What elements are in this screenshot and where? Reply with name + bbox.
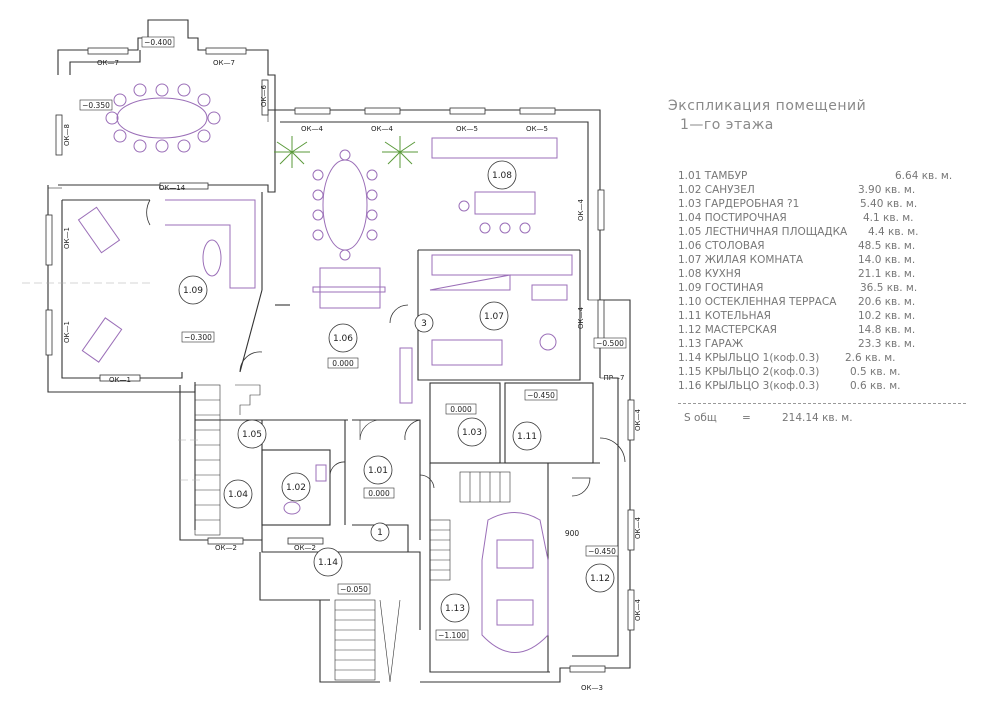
total-eq: = [742,412,751,424]
legend-row: 1.09 ГОСТИНАЯ [678,282,764,294]
legend-row: 1.07 ЖИЛАЯ КОМНАТА [678,254,804,266]
stair-marker: 3 [421,319,427,329]
level-dining: 0.000 [332,359,354,368]
level-terrace-room: −0.350 [82,101,110,110]
room-1-05: 1.05 [242,430,262,440]
legend-row-area: 14.0 кв. м. [858,254,916,266]
windows [45,47,635,673]
doors [146,199,626,497]
level-boiler: −0.450 [527,391,555,400]
level-porch-right: −0.500 [596,339,624,348]
room-1-11: 1.11 [517,432,537,442]
legend-row: 1.12 МАСТЕРСКАЯ [678,324,777,336]
legend-row: 1.13 ГАРАЖ [678,338,744,350]
legend-row-area: 6.64 кв. м. [895,170,953,182]
svg-text:ОК—4: ОК—4 [301,125,323,133]
room-markers: 1.09 1.06 1.08 1.07 1.05 1.04 1.02 1.01 … [178,160,615,623]
svg-text:ОК—8: ОК—8 [63,124,71,146]
level-terrace: −0.400 [144,38,172,47]
legend-row: 1.03 ГАРДЕРОБНАЯ ?1 [678,198,800,210]
level-garage: −1.100 [438,631,466,640]
furniture [77,83,573,653]
gate-dimension: 900 [565,529,580,538]
svg-text:ОК—6: ОК—6 [260,84,268,106]
room-1-02: 1.02 [286,483,306,493]
legend-row: 1.08 КУХНЯ [678,268,741,280]
svg-text:ОК—4: ОК—4 [371,125,393,133]
legend-row: 1.02 САНУЗЕЛ [678,184,755,196]
svg-text:ОК—1: ОК—1 [63,321,71,343]
legend-row: 1.05 ЛЕСТНИЧНАЯ ПЛОЩАДКА [678,226,848,238]
legend-row: 1.16 КРЫЛЬЦО 3(коф.0.3) [678,380,820,392]
level-vestibule: 0.000 [368,489,390,498]
legend-row: 1.06 СТОЛОВАЯ [678,240,765,252]
svg-text:ОК—3: ОК—3 [581,684,603,692]
svg-text:ОК—1: ОК—1 [63,227,71,249]
svg-text:ОК—4: ОК—4 [634,408,642,430]
legend-row-area: 5.40 кв. м. [860,198,918,210]
legend-title-line1: Экспликация помещений [668,98,867,114]
svg-text:ОК—5: ОК—5 [526,125,548,133]
level-corridor: 0.000 [450,405,472,414]
legend-row: 1.11 КОТЕЛЬНАЯ [678,310,771,322]
legend-row-area: 10.2 кв. м. [858,310,916,322]
legend-row-area: 23.3 кв. м. [858,338,916,350]
legend-row-area: 36.5 кв. м. [860,282,918,294]
legend-row-area: 4.4 кв. м. [868,226,919,238]
level-workshop: −0.450 [588,547,616,556]
total-label: S общ [684,412,717,424]
room-1-08: 1.08 [492,171,512,181]
legend-row: 1.10 ОСТЕКЛЕННАЯ ТЕРРАСА [678,296,837,308]
legend-row: 1.15 КРЫЛЬЦО 2(коф.0.3) [678,366,820,378]
legend-row: 1.01 ТАМБУР [678,170,748,182]
svg-text:ОК—1: ОК—1 [109,376,131,384]
legend-title-line2: 1—го этажа [680,117,774,133]
legend-row-area: 0.5 кв. м. [850,366,901,378]
svg-text:ОК—4: ОК—4 [577,198,585,220]
level-porch-main: −0.050 [340,585,368,594]
svg-text:ОК—14: ОК—14 [159,184,186,192]
room-1-04: 1.04 [228,490,248,500]
room-1-12: 1.12 [590,574,610,584]
svg-text:ПР—7: ПР—7 [604,374,625,382]
legend-row: 1.14 КРЫЛЬЦО 1(коф.0.3) [678,352,820,364]
room-1-06: 1.06 [333,334,353,344]
entrance-marker: 1 [377,528,383,538]
level-tags: −0.400 −0.350 −0.300 0.000 0.000 −0.450 … [79,36,627,641]
room-1-14: 1.14 [318,558,338,568]
total-area: 214.14 кв. м. [782,412,853,424]
svg-text:ОК—7: ОК—7 [213,59,235,67]
room-1-07: 1.07 [484,312,504,322]
svg-text:ОК—4: ОК—4 [634,516,642,538]
legend-row: 1.04 ПОСТИРОЧНАЯ [678,212,787,224]
legend-row-area: 0.6 кв. м. [850,380,901,392]
legend-row-area: 48.5 кв. м. [858,240,916,252]
svg-text:ОК—2: ОК—2 [294,544,316,552]
legend-row-area: 3.90 кв. м. [858,184,916,196]
legend-divider [678,403,966,404]
legend-row-area: 4.1 кв. м. [863,212,914,224]
svg-text:ОК—4: ОК—4 [577,306,585,328]
stairs [194,384,511,683]
axis-lines [22,282,200,481]
room-1-09: 1.09 [183,286,203,296]
room-1-13: 1.13 [445,604,465,614]
svg-text:ОК—2: ОК—2 [215,544,237,552]
legend-row-area: 14.8 кв. м. [858,324,916,336]
legend-row-area: 21.1 кв. м. [858,268,916,280]
svg-text:ОК—7: ОК—7 [97,59,119,67]
room-1-01: 1.01 [368,466,388,476]
window-marks: ОК—7 ОК—7 ОК—6 ОК—8 ОК—14 ОК—1 ОК—1 ОК—1… [63,59,642,692]
level-living: −0.300 [184,333,212,342]
plant-icon [274,136,418,168]
legend-row-area: 2.6 кв. м. [845,352,896,364]
room-1-03: 1.03 [462,428,482,438]
svg-text:ОК—4: ОК—4 [634,598,642,620]
svg-text:ОК—5: ОК—5 [456,125,478,133]
legend-row-area: 20.6 кв. м. [858,296,916,308]
